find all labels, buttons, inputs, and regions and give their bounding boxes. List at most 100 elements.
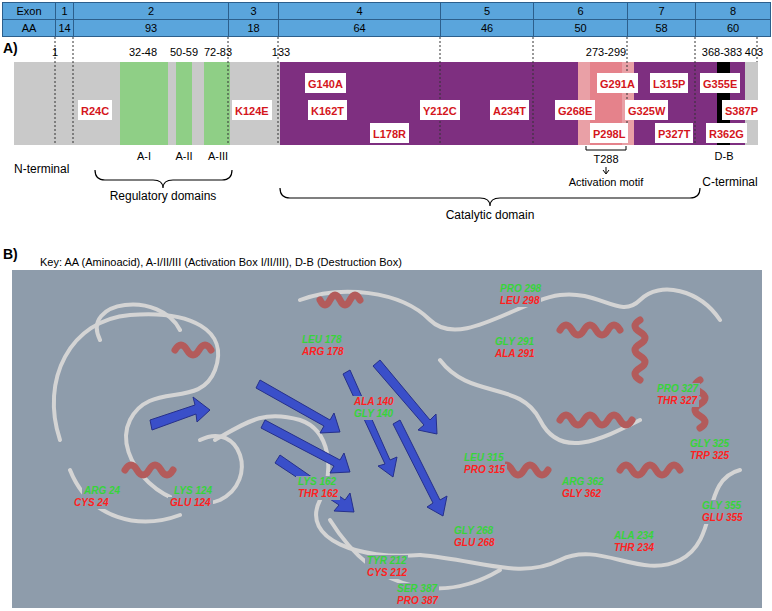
mutation-tag: G291A (597, 73, 638, 93)
mutation-tag: G355E (700, 73, 740, 93)
mutation-tag: G140A (305, 73, 346, 93)
activation-box (120, 62, 168, 145)
mutation-label: S387P (725, 105, 758, 117)
exon-cell: 4 (278, 2, 441, 20)
cell-text: 58 (655, 22, 667, 34)
mutation-label: P327T (658, 128, 690, 140)
cell-text: 14 (58, 22, 70, 34)
exon-cell: 2 (73, 2, 229, 20)
position-number: 368-383 (702, 46, 742, 59)
regulatory-brace (95, 170, 232, 188)
residue-label: SER 387 (395, 583, 439, 595)
residue-label: PRO 327 (655, 383, 700, 395)
domain-label: Catalytic domain (446, 209, 535, 223)
mutation-tag: G268E (555, 100, 595, 120)
mutation-label: K162T (311, 105, 344, 117)
exon-cell: 3 (228, 2, 279, 20)
cell-text: 4 (356, 5, 362, 17)
residue-label: PRO 315 (462, 464, 507, 476)
residue-label: GLU 268 (452, 537, 497, 549)
aa-cell: 50 (533, 19, 628, 37)
residue-label: LYS 124 (172, 485, 214, 497)
cell-text: AA (22, 22, 37, 34)
mutation-tag: P298L (590, 123, 628, 143)
position-number: 273-299 (586, 46, 626, 59)
residue-label: ARG 362 (560, 476, 606, 488)
catalytic-domain (280, 62, 745, 145)
mutation-tag: P327T (655, 123, 693, 143)
exon-cell: 7 (627, 2, 696, 20)
mutation-tag: K124E (232, 100, 272, 120)
activation-box (176, 62, 192, 145)
residue-label: ALA 140 (352, 396, 396, 408)
position-number: 32-48 (129, 46, 157, 59)
structure-panel (12, 270, 762, 608)
mutation-label: G291A (600, 78, 635, 90)
mutation-tag: R24C (78, 100, 112, 120)
mutation-tag: G325W (625, 100, 668, 120)
exon-cell: 1 (55, 2, 74, 20)
panel-letter: A) (3, 40, 18, 56)
mutation-tag: A234T (490, 100, 529, 120)
mutation-label: P298L (593, 128, 625, 140)
catalytic-brace (280, 188, 700, 206)
residue-label: ALA 291 (493, 348, 537, 360)
cell-text: 3 (250, 5, 256, 17)
position-number: 1 (52, 46, 58, 59)
activation-box (204, 62, 230, 145)
position-number: 72-83 (204, 46, 232, 59)
domain-label: N-terminal (14, 163, 69, 177)
cell-text: 60 (727, 22, 739, 34)
residue-label: LYS 162 (296, 476, 338, 488)
motif-bracket (586, 146, 626, 150)
exon-cell: 5 (440, 2, 534, 20)
aa-cell: 60 (695, 19, 771, 37)
aa-cell: 14 (55, 19, 74, 37)
cell-text: 5 (484, 5, 490, 17)
motif-arrow (603, 167, 609, 174)
mutation-label: Y212C (423, 105, 457, 117)
aa-cell: AA (2, 19, 56, 37)
mutation-label: L178R (373, 128, 406, 140)
alpha-helices (125, 295, 705, 475)
residue-label: GLY 268 (452, 525, 495, 537)
aa-cell: 18 (228, 19, 279, 37)
mutation-tag: R362G (706, 123, 747, 143)
mutation-label: A234T (493, 105, 526, 117)
exon-cell: 8 (695, 2, 771, 20)
domain-label: D-B (715, 150, 734, 163)
aa-cell: 64 (278, 19, 441, 37)
cell-text: 8 (730, 5, 736, 17)
domain-label: A-I (137, 150, 151, 163)
exon-cell: Exon (2, 2, 56, 20)
mutation-tag: L178R (370, 123, 409, 143)
aa-cell: 46 (440, 19, 534, 37)
cell-text: 7 (658, 5, 664, 17)
domain-label: Regulatory domains (110, 190, 217, 204)
mutation-label: K124E (235, 105, 269, 117)
position-number: 133 (272, 46, 290, 59)
domain-label: A-II (175, 150, 192, 163)
domain-label: T288 (593, 153, 618, 166)
position-number: 403 (745, 46, 763, 59)
aa-cell: 93 (73, 19, 229, 37)
domain-label: Activation motif (569, 176, 644, 189)
mutation-tag: Y212C (420, 100, 460, 120)
residue-label: PRO 387 (395, 595, 440, 607)
cell-text: 46 (481, 22, 493, 34)
residue-label: PRO 298 (498, 283, 543, 295)
panel-letter: B) (3, 246, 18, 262)
mutation-label: L315P (653, 78, 685, 90)
cell-text: 6 (577, 5, 583, 17)
cell-text: 64 (353, 22, 365, 34)
residue-label: THR 162 (296, 488, 340, 500)
residue-label: LEU 315 (462, 452, 505, 464)
residue-label: ARG 178 (300, 346, 346, 358)
cell-text: 2 (148, 5, 154, 17)
residue-label: THR 327 (655, 395, 699, 407)
residue-label: TRP 325 (688, 450, 731, 462)
position-number: 50-59 (170, 46, 198, 59)
residue-label: THR 234 (612, 542, 656, 554)
beta-strands (150, 360, 447, 516)
residue-label: CYS 212 (365, 567, 409, 579)
